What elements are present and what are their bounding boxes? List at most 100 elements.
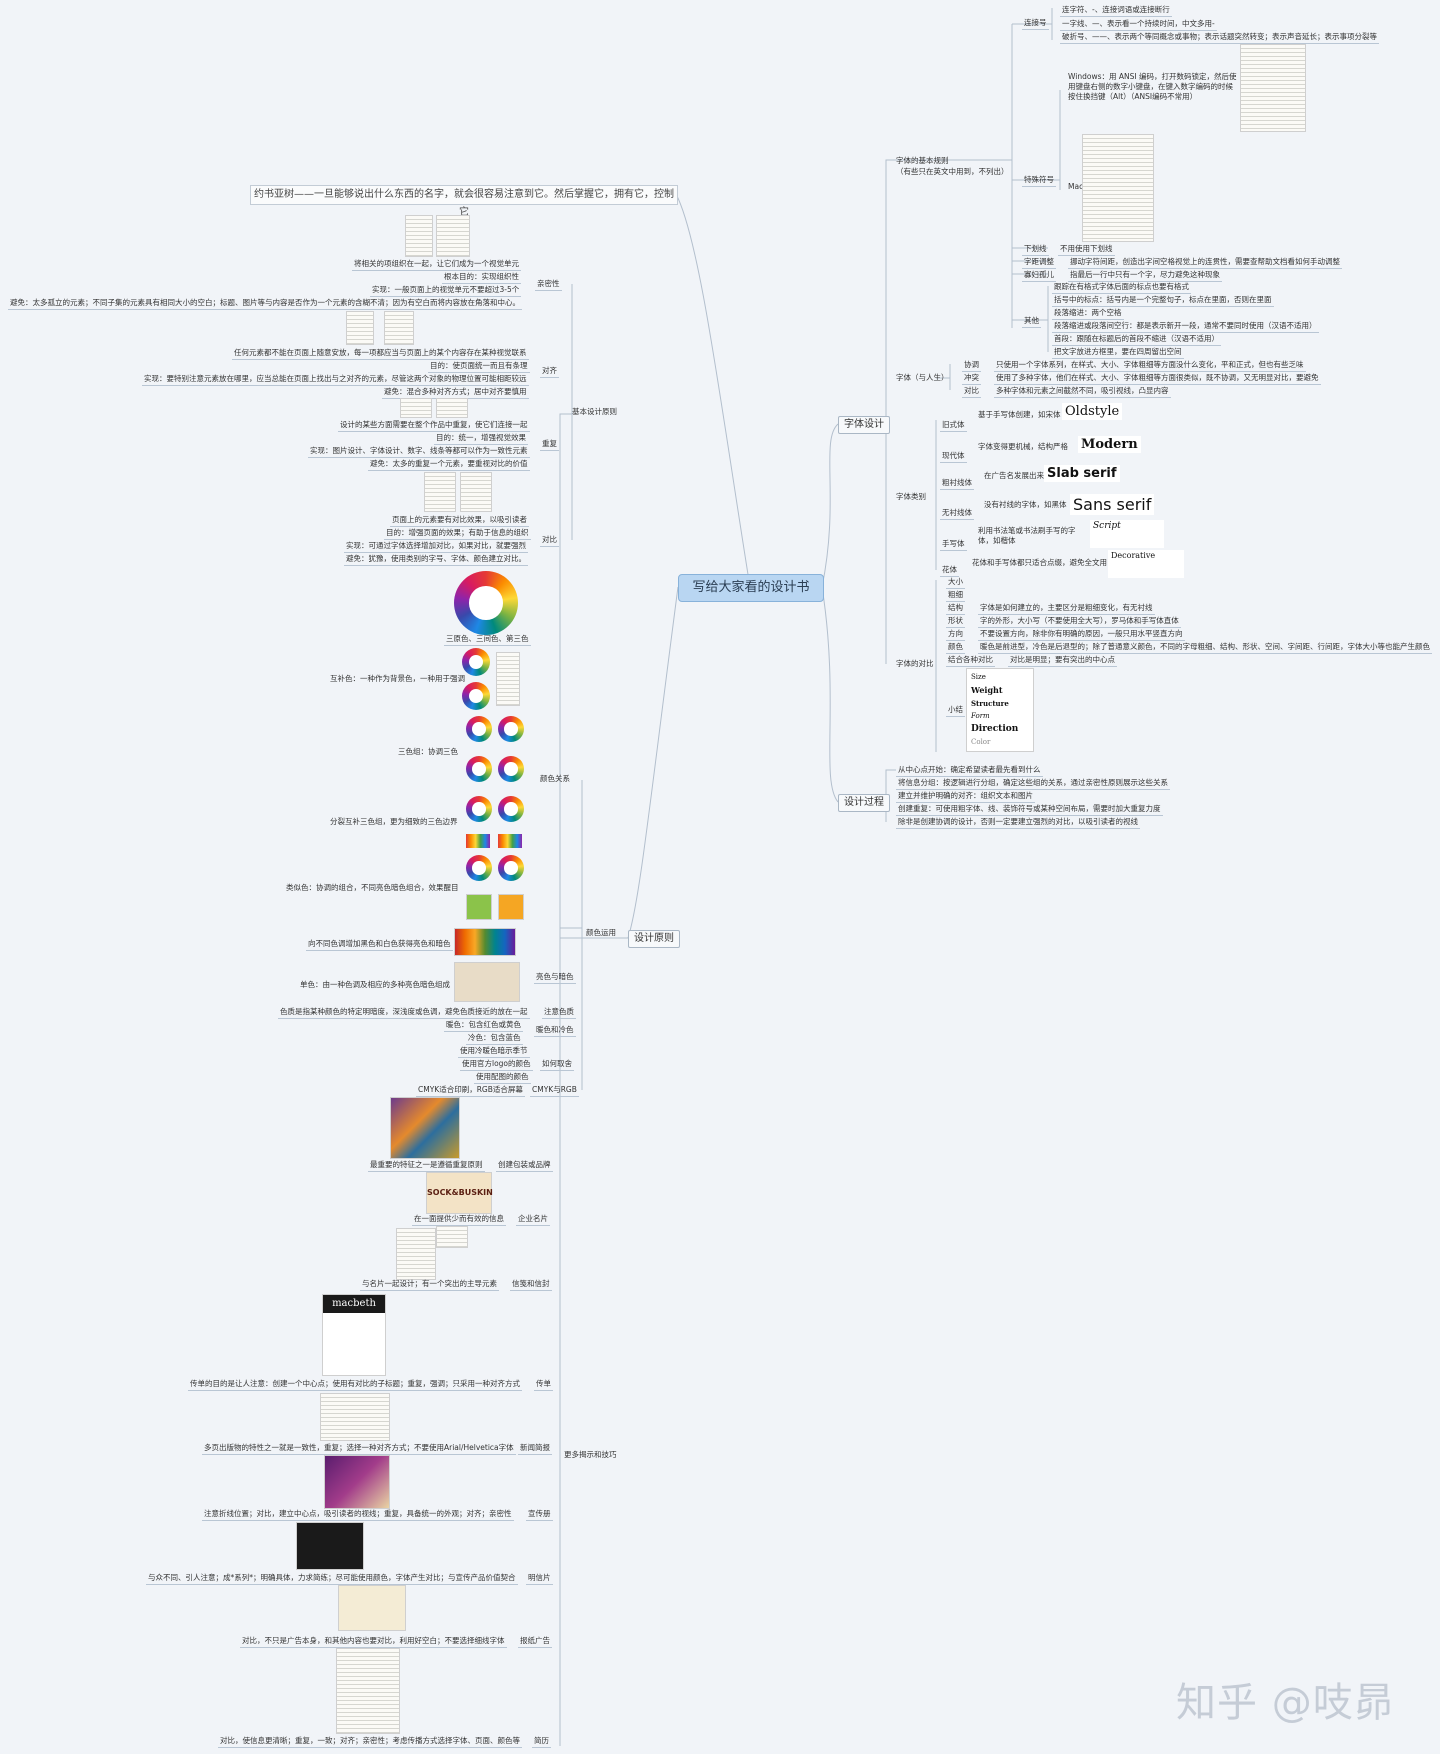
alignment-item[interactable]: 任何元素都不能在页面上随意安放，每一项都应当与页面上的某个内容存在某种视觉联系 xyxy=(232,348,529,360)
special-symbols-label[interactable]: 特殊符号 xyxy=(1022,175,1056,187)
tips-label[interactable]: 更多揭示和技巧 xyxy=(564,1450,617,1460)
other-item[interactable]: 跟踪在有格式字体后面的标点也要有格式 xyxy=(1052,282,1191,294)
font-type-key[interactable]: 手写体 xyxy=(940,539,967,551)
tip-key[interactable]: 明信片 xyxy=(526,1573,553,1585)
connector-item[interactable]: 一字线、—、表示看一个持续时间，中文多用- xyxy=(1060,19,1217,31)
connector-item[interactable]: 破折号、——、表示两个等同概念或事物；表示话题突然转变；表示声音延长；表示事项分… xyxy=(1060,32,1379,44)
choose-item[interactable]: 使用官方logo的颜色 xyxy=(460,1059,533,1071)
tip-key[interactable]: 创建包装或品牌 xyxy=(496,1160,553,1172)
contrast-principle-item[interactable]: 页面上的元素要有对比效果，以吸引读者 xyxy=(390,515,529,527)
repetition-item[interactable]: 避免：太多的重复一个元素，要重视对比的价值 xyxy=(368,459,530,471)
process-item[interactable]: 除非是创建协调的设计，否则一定要建立强烈的对比，以吸引读者的视线 xyxy=(896,817,1140,829)
font-relation-value[interactable]: 使用了多种字体，他们在样式、大小、字体粗细等方面很类似，既不协调，又无明显对比，… xyxy=(994,373,1321,385)
tip-key[interactable]: 传单 xyxy=(534,1379,553,1391)
choose-item[interactable]: 使用冷暖色暗示季节 xyxy=(458,1046,530,1058)
contrast-value[interactable]: 对比是明显；要有突出的中心点 xyxy=(1008,655,1117,667)
contrast-value[interactable]: 不要设置方向，除非你有明确的原因，一般只用水平竖直方向 xyxy=(978,629,1185,641)
proximity-label[interactable]: 亲密性 xyxy=(535,279,562,291)
contrast-key[interactable]: 结合各种对比 xyxy=(946,655,995,667)
tip-value[interactable]: 对比，不只是广告本身，和其他内容也要对比，利用好空白；不要选择细线字体 xyxy=(240,1636,507,1648)
font-contrast-label[interactable]: 字体的对比 xyxy=(896,659,934,669)
tip-value[interactable]: 与名片一起设计；有一个突出的主导元素 xyxy=(360,1279,499,1291)
cmyk-label[interactable]: CMYK与RGB xyxy=(530,1085,579,1097)
branch-design-process[interactable]: 设计过程 xyxy=(838,794,890,812)
widow-text[interactable]: 指最后一行中只有一个字，尽力避免这种现象 xyxy=(1068,270,1222,282)
hue-label[interactable]: 注意色质 xyxy=(542,1007,576,1019)
process-item[interactable]: 将信息分组：按逻辑进行分组，确定这些组的关系，通过亲密性原则展示这些关系 xyxy=(896,778,1170,790)
tip-key[interactable]: 新闻简报 xyxy=(518,1443,552,1455)
tip-value[interactable]: 传单的目的是让人注意：创建一个中心点；使用有对比的子标题；重复，强调；只采用一种… xyxy=(188,1379,522,1391)
kerning-text[interactable]: 挪动字符间距，创造出字间空格视觉上的连贯性，需要查帮助文档看如何手动调整 xyxy=(1068,257,1342,269)
branch-design-principles[interactable]: 设计原则 xyxy=(628,930,680,948)
tint-item[interactable]: 单色：由一种色调及相应的多种亮色暗色组成 xyxy=(300,980,450,990)
tip-value[interactable]: 注意折线位置；对比，建立中心点，吸引读者的视线；重复，具备统一的外观；对齐；亲密… xyxy=(202,1509,514,1521)
font-relation-key[interactable]: 对比 xyxy=(962,386,981,398)
underline-label[interactable]: 下划线 xyxy=(1022,244,1049,256)
contrast-summary[interactable]: 小结 xyxy=(946,705,965,717)
tint-item[interactable]: 向不同色调增加黑色和白色获得亮色和暗色 xyxy=(306,939,453,951)
connector-label[interactable]: 连接号 xyxy=(1022,18,1049,30)
repetition-item[interactable]: 实现：图片设计、字体设计、数字、线条等都可以作为一致性元素 xyxy=(308,446,530,458)
contrast-principle-item[interactable]: 目的：增强页面的效果；有助于信息的组织 xyxy=(384,528,531,540)
tint-label[interactable]: 亮色与暗色 xyxy=(534,972,576,984)
other-item[interactable]: 段落缩进：两个空格 xyxy=(1052,308,1124,320)
color-relation-label[interactable]: 颜色关系 xyxy=(540,774,570,784)
font-relation-key[interactable]: 冲突 xyxy=(962,373,981,385)
contrast-key[interactable]: 颜色 xyxy=(946,642,965,654)
tip-value[interactable]: 在一面提供少而有效的信息 xyxy=(412,1214,506,1226)
font-relation-key[interactable]: 协调 xyxy=(962,360,981,372)
basic-principles-label[interactable]: 基本设计原则 xyxy=(572,407,617,417)
proximity-item[interactable]: 实现：一般页面上的视觉单元不要超过3-5个 xyxy=(370,285,521,297)
font-type-key[interactable]: 旧式体 xyxy=(940,420,967,432)
underline-text[interactable]: 不用使用下划线 xyxy=(1058,244,1115,256)
tip-key[interactable]: 企业名片 xyxy=(516,1214,550,1226)
warmcool-item[interactable]: 暖色：包含红色或黄色 xyxy=(444,1020,523,1032)
proximity-item[interactable]: 避免：太多孤立的元素；不同子集的元素具有相同大小的空白；标题、图片等与内容是否作… xyxy=(8,298,522,310)
tip-key[interactable]: 报纸广告 xyxy=(518,1636,552,1648)
repetition-label[interactable]: 重复 xyxy=(540,439,559,451)
other-item[interactable]: 段落缩进或段落间空行：都是表示新开一段，通常不要同时使用（汉语不适用） xyxy=(1052,321,1319,333)
tip-value[interactable]: 与众不同、引人注意；成*系列*；明确具体，力求简练；尽可能使用颜色，字体产生对比… xyxy=(146,1573,518,1585)
font-relation-value[interactable]: 多种字体和元素之间截然不同，吸引视线，凸显内容 xyxy=(994,386,1171,398)
color-relation-item[interactable]: 互补色：一种作为背景色，一种用于强调 xyxy=(330,674,465,684)
color-relation-item[interactable]: 类似色：协调的组合，不同亮色暗色组合，效果醒目 xyxy=(286,883,459,893)
color-use-label[interactable]: 颜色运用 xyxy=(586,928,616,938)
font-type-key[interactable]: 现代体 xyxy=(940,451,967,463)
cmyk-text[interactable]: CMYK适合印刷，RGB适合屏幕 xyxy=(416,1085,525,1097)
connector-item[interactable]: 连字符、-、连接词语或连接断行 xyxy=(1060,5,1172,17)
kerning-label[interactable]: 字距调整 xyxy=(1022,257,1056,269)
contrast-key[interactable]: 结构 xyxy=(946,603,965,615)
tip-key[interactable]: 宣传册 xyxy=(526,1509,553,1521)
alignment-label[interactable]: 对齐 xyxy=(540,366,559,378)
contrast-key[interactable]: 粗细 xyxy=(946,590,965,602)
contrast-value[interactable]: 暖色是前进型，冷色是后退型的；除了普通意义颜色，不同的字母粗细、结构、形状、空间… xyxy=(978,642,1432,654)
color-relation-item[interactable]: 三色组：协调三色 xyxy=(398,747,458,757)
choose-item[interactable]: 使用配图的颜色 xyxy=(474,1072,531,1084)
contrast-key[interactable]: 形状 xyxy=(946,616,965,628)
other-item[interactable]: 把文字放进方框里，要在四周留出空间 xyxy=(1052,347,1184,359)
alignment-item[interactable]: 实现：要特别注意元素放在哪里，应当总能在页面上找出与之对齐的元素，尽管这两个对象… xyxy=(142,374,529,386)
tip-key[interactable]: 简历 xyxy=(532,1736,551,1748)
process-item[interactable]: 建立并维护明确的对齐：组织文本和图片 xyxy=(896,791,1035,803)
other-item[interactable]: 括号中的标点：括号内是一个完整句子，标点在里面，否则在里面 xyxy=(1052,295,1274,307)
alignment-item[interactable]: 目的：使页面统一而且有条理 xyxy=(428,361,530,373)
font-basic-rules[interactable]: 字体的基本规则 xyxy=(896,156,949,166)
color-relation-item[interactable]: 分裂互补三色组，更为细致的三色边界 xyxy=(330,817,458,827)
contrast-principle-label[interactable]: 对比 xyxy=(540,535,559,547)
warmcool-label[interactable]: 暖色和冷色 xyxy=(534,1025,576,1037)
tip-key[interactable]: 信笺和信封 xyxy=(510,1279,552,1291)
contrast-principle-item[interactable]: 避免：犹豫，使用类别的字号、字体、颜色建立对比。 xyxy=(344,554,528,566)
tip-value[interactable]: 对比，使信息更清晰；重复，一致；对齐；亲密性；考虑传播方式选择字体、页面、颜色等 xyxy=(218,1736,522,1748)
root-topic[interactable]: 写给大家看的设计书 xyxy=(678,574,824,602)
font-type-key[interactable]: 花体 xyxy=(940,565,959,577)
hue-text[interactable]: 色质是指某种颜色的特定明暗度，深浅度或色调，避免色质接近的放在一起 xyxy=(278,1007,530,1019)
other-label[interactable]: 其他 xyxy=(1022,316,1041,328)
process-item[interactable]: 创建重复：可使用粗字体、线、装饰符号或某种空间布局，需要时加大重复力度 xyxy=(896,804,1163,816)
warmcool-item[interactable]: 冷色：包含蓝色 xyxy=(466,1033,523,1045)
widow-label[interactable]: 寡妇孤儿 xyxy=(1022,270,1056,282)
tip-value[interactable]: 最重要的特征之一是遵循重复原则 xyxy=(368,1160,485,1172)
contrast-value[interactable]: 字体是如何建立的，主要区分是粗细变化，有无衬线 xyxy=(978,603,1155,615)
choose-label[interactable]: 如何取舍 xyxy=(540,1059,574,1071)
repetition-item[interactable]: 目的：统一，增强视觉效果 xyxy=(434,433,528,445)
process-item[interactable]: 从中心点开始：确定希望读者最先看到什么 xyxy=(896,765,1043,777)
